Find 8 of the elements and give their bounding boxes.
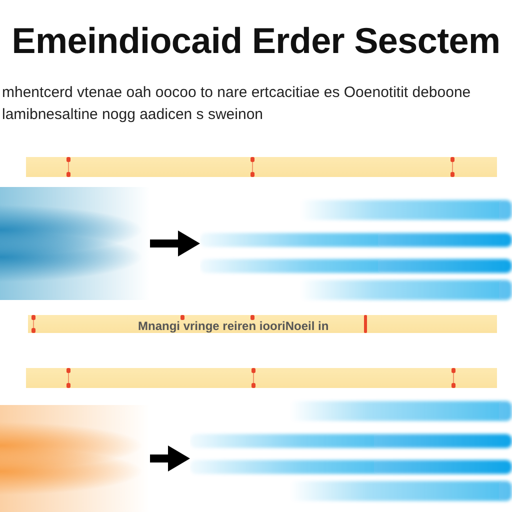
title: Emeindiocaid Erder Sesctem [10, 20, 502, 62]
arrow [150, 230, 200, 256]
track-bar [26, 157, 497, 177]
arrow [150, 446, 190, 472]
bar-label: Mnangi vringe reiren iooriNoeil in [138, 320, 329, 332]
track-bar [28, 315, 497, 333]
description-text: mhentcerd vtenae oah oocoo to nare ertcacitiae es Ooenotitit deboone lamibnesaltine nogg aadicen s sweinon [2, 83, 472, 125]
track-bar [26, 368, 497, 388]
